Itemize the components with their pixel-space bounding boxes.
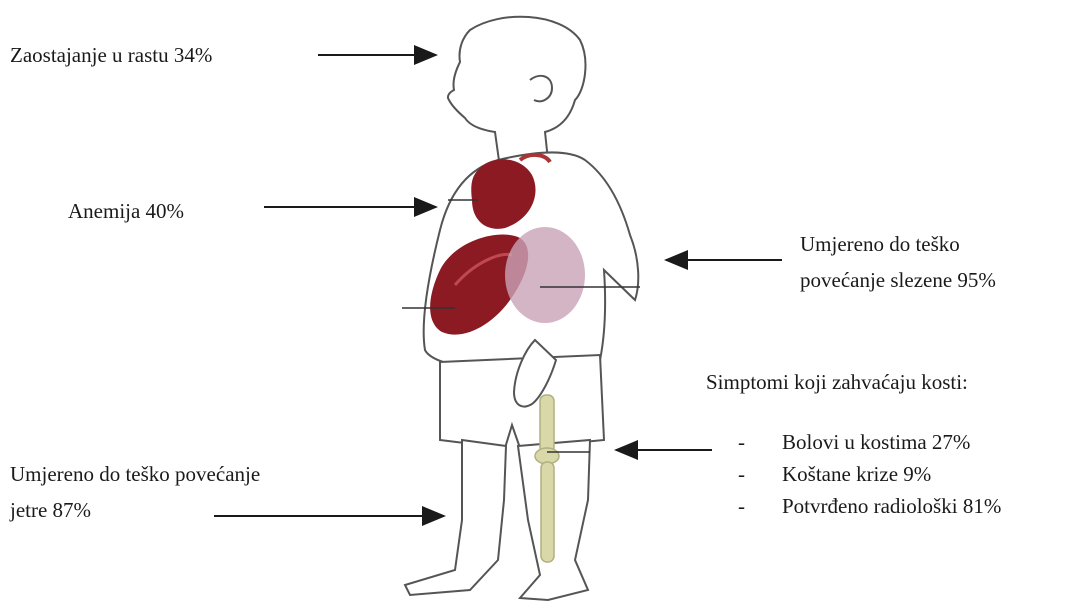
list-item: -Bolovi u kostima 27% — [738, 426, 1001, 458]
bullet-dash: - — [738, 426, 782, 458]
bone-symptom-text: Bolovi u kostima 27% — [782, 430, 970, 454]
label-spleen-line1: Umjereno do teško — [800, 230, 960, 258]
bone-symptom-text: Potvrđeno radiološki 81% — [782, 494, 1001, 518]
list-item: -Koštane krize 9% — [738, 458, 1001, 490]
label-spleen-line2: povećanje slezene 95% — [800, 266, 996, 294]
label-liver-line2: jetre 87% — [10, 496, 91, 524]
bone-symptom-text: Koštane krize 9% — [782, 462, 931, 486]
label-anemia: Anemija 40% — [68, 197, 184, 225]
list-item: -Potvrđeno radiološki 81% — [738, 490, 1001, 522]
bullet-dash: - — [738, 490, 782, 522]
bullet-dash: - — [738, 458, 782, 490]
label-liver-line1: Umjereno do teško povećanje — [10, 460, 260, 488]
spleen-organ — [505, 227, 585, 323]
label-growth: Zaostajanje u rastu 34% — [10, 41, 212, 69]
bone-symptom-list: -Bolovi u kostima 27% -Koštane krize 9% … — [738, 426, 1001, 522]
head — [448, 17, 585, 168]
legs — [405, 440, 590, 600]
label-bones-title: Simptomi koji zahvaćaju kosti: — [706, 368, 968, 396]
